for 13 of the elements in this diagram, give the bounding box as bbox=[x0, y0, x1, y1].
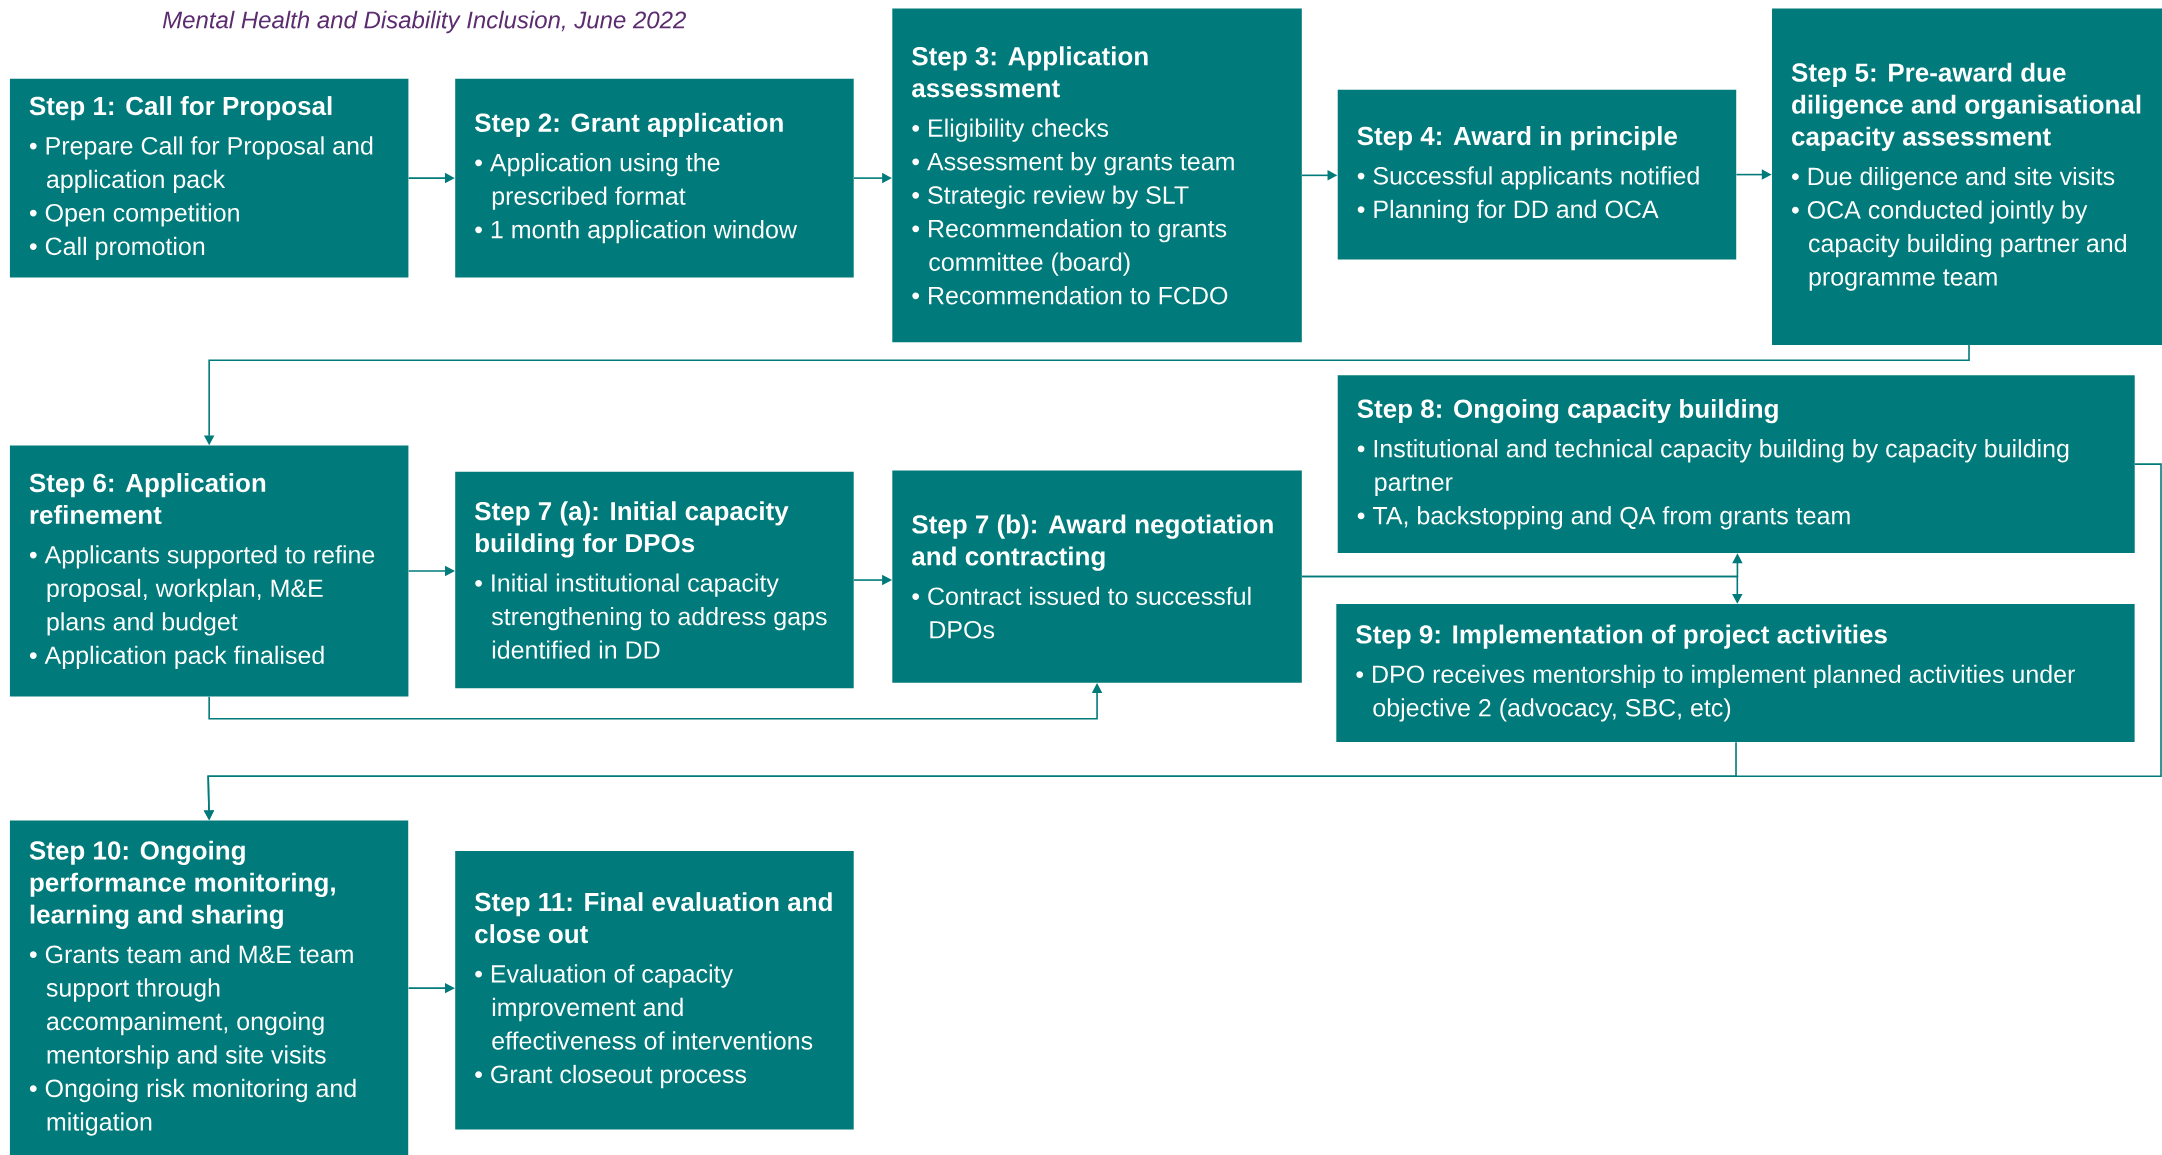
step-box: Step 1: Call for Proposal • Prepare Call for Proposal and application pack • Open competition • Call promotion bbox=[9, 78, 409, 278]
step-box: Step 11: Final evaluation and close out • Evaluation of capacity improvement and effectiveness of interventions • Grant closeout process bbox=[455, 850, 854, 1130]
step-box: Step 7 (b): Award negotiation and contracting • Contract issued to successful DPOs bbox=[892, 470, 1302, 683]
step-box: Step 9: Implementation of project activities • DPO receives mentorship to implement planned activities under objective 2 (advocacy, SBC, etc) bbox=[1336, 604, 2135, 742]
step-box: Step 10: Ongoing performance monitoring, learning and sharing • Grants team and M&E team support through accompaniment, ongoing mentorship and site visits • Ongoing risk monitoring and mitigation bbox=[9, 820, 409, 1155]
step-box: Step 5: Pre-award due diligence and organisational capacity assessment • Due diligence and site visits • OCA conducted jointly by capacity building partner and programme team bbox=[1772, 8, 2162, 345]
step-box: Step 8: Ongoing capacity building • Institutional and technical capacity building by capacity building partner • TA, backstopping and QA from grants team bbox=[1337, 375, 2135, 554]
step-box: Step 2: Grant application • Application using the prescribed format • 1 month application window bbox=[455, 78, 854, 278]
step-box: Step 6: Application refinement • Applicants supported to refine proposal, workplan, M&E plans and budget • Application pack finalised bbox=[9, 445, 409, 697]
step-box: Step 3: Application assessment • Eligibility checks • Assessment by grants team • Strategic review by SLT • Recommendation to grants committee (board) • Recommendation to FCDO bbox=[892, 8, 1302, 343]
step-box: Step 4: Award in principle • Successful applicants notified • Planning for DD and OCA bbox=[1337, 89, 1737, 260]
subtitle: Mental Health and Disability Inclusion, June 2022 bbox=[162, 10, 686, 34]
step-box: Step 7 (a): Initial capacity building for DPOs • Initial institutional capacity strengthening to address gaps identified in DD bbox=[455, 471, 854, 689]
